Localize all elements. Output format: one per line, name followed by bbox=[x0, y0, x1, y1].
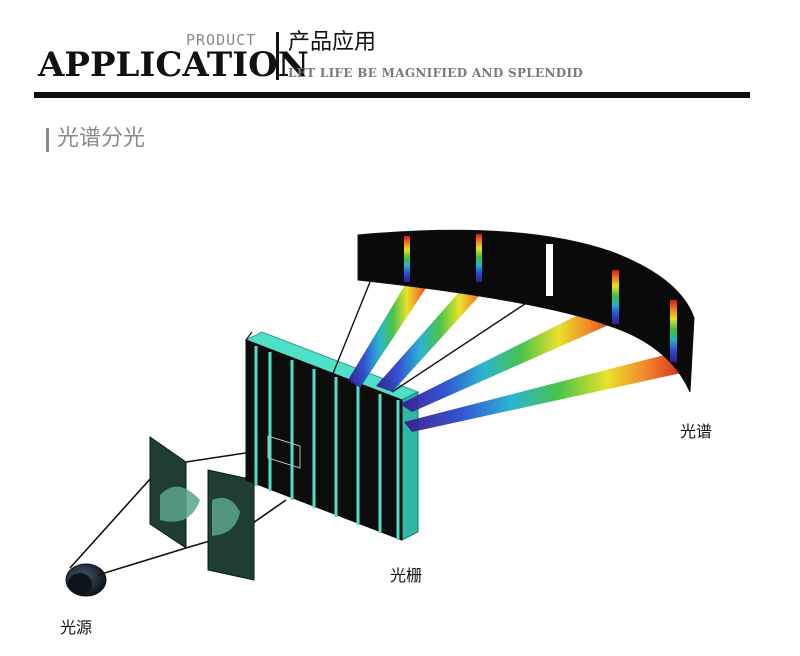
section-marker bbox=[46, 128, 49, 152]
header-tagline: LET LIFE BE MAGNIFIED AND SPLENDID bbox=[288, 67, 583, 79]
slit-panel-back bbox=[208, 470, 254, 580]
label-spectrum: 光谱 bbox=[680, 424, 712, 440]
diffraction-grating bbox=[246, 332, 418, 540]
header-title: APPLICATION bbox=[38, 48, 309, 82]
header-divider bbox=[276, 32, 279, 80]
header-product: PRODUCT bbox=[186, 33, 256, 48]
light-source bbox=[66, 564, 106, 596]
slit-panel-front bbox=[150, 437, 200, 548]
label-grating: 光栅 bbox=[390, 568, 422, 584]
section-title: 光谱分光 bbox=[57, 128, 145, 150]
header-title-cn: 产品应用 bbox=[288, 32, 376, 54]
label-light-source: 光源 bbox=[60, 620, 92, 636]
header-rule bbox=[34, 92, 750, 98]
